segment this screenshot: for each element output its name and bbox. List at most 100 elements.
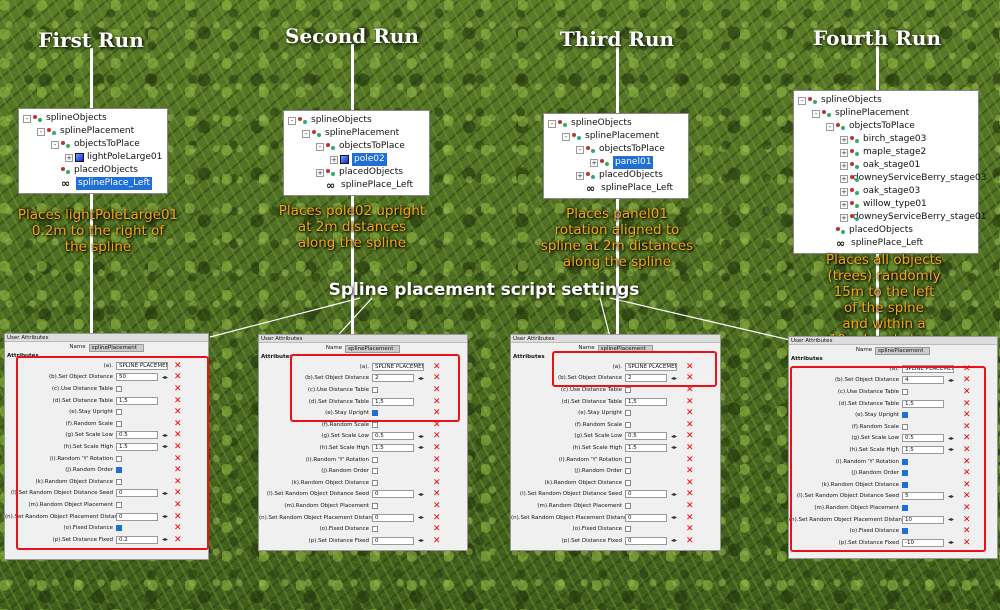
drag-arrows-icon[interactable]: ◂▸ (418, 537, 425, 545)
name-field[interactable]: splinePlacement (88, 343, 144, 352)
expand-icon[interactable]: + (840, 161, 848, 170)
tree-node[interactable]: +birch_stage03 (798, 133, 974, 146)
delete-attribute-icon[interactable]: ✕ (174, 383, 182, 394)
delete-attribute-icon[interactable]: ✕ (433, 466, 441, 477)
drag-arrows-icon[interactable]: ◂▸ (418, 444, 425, 452)
delete-attribute-icon[interactable]: ✕ (174, 465, 182, 476)
checkbox-checked[interactable] (902, 504, 908, 511)
delete-attribute-icon[interactable]: ✕ (686, 500, 694, 511)
delete-attribute-icon[interactable]: ✕ (174, 511, 182, 522)
checkbox-unchecked[interactable] (116, 501, 122, 508)
attribute-value-field[interactable]: 0 (372, 490, 414, 499)
attribute-value-field[interactable]: 1.5 (902, 445, 944, 454)
attribute-value-field[interactable]: 0 (372, 536, 414, 545)
attribute-value-field[interactable]: SPLINE PLACEMEN (625, 362, 677, 371)
tree-node[interactable]: -splineObjects (23, 112, 163, 125)
delete-attribute-icon[interactable]: ✕ (686, 361, 694, 372)
delete-attribute-icon[interactable]: ✕ (174, 418, 182, 429)
delete-attribute-icon[interactable]: ✕ (174, 476, 182, 487)
drag-arrows-icon[interactable]: ◂▸ (162, 373, 169, 381)
checkbox-unchecked[interactable] (372, 456, 378, 463)
checkbox-unchecked[interactable] (625, 468, 631, 475)
delete-attribute-icon[interactable]: ✕ (686, 373, 694, 384)
tree-node[interactable]: -splineObjects (548, 117, 684, 130)
delete-attribute-icon[interactable]: ✕ (686, 477, 694, 488)
drag-arrows-icon[interactable]: ◂▸ (671, 537, 678, 545)
checkbox-checked[interactable] (902, 528, 908, 535)
delete-attribute-icon[interactable]: ✕ (433, 442, 441, 453)
checkbox-unchecked[interactable] (625, 479, 631, 486)
expand-icon[interactable]: + (840, 213, 848, 222)
attribute-value-field[interactable]: 0 (116, 489, 158, 498)
checkbox-unchecked[interactable] (372, 502, 378, 509)
tree-node[interactable]: +oak_stage03 (798, 185, 974, 198)
tree-node[interactable]: -splinePlacement (23, 125, 163, 138)
delete-attribute-icon[interactable]: ✕ (963, 375, 971, 386)
tree-node[interactable]: +pole02 (288, 153, 425, 166)
tree-node[interactable]: -splineObjects (288, 114, 425, 127)
checkbox-unchecked[interactable] (625, 526, 631, 533)
collapse-icon[interactable]: - (826, 122, 834, 131)
tree-node[interactable]: ∞splinePlace_Left (288, 179, 425, 192)
attribute-value-field[interactable]: 0 (625, 536, 667, 545)
drag-arrows-icon[interactable]: ◂▸ (948, 376, 955, 384)
checkbox-unchecked[interactable] (902, 388, 908, 395)
collapse-icon[interactable]: - (302, 129, 310, 138)
checkbox-unchecked[interactable] (372, 526, 378, 533)
attribute-value-field[interactable]: 1,5 (372, 397, 414, 406)
delete-attribute-icon[interactable]: ✕ (963, 444, 971, 455)
delete-attribute-icon[interactable]: ✕ (686, 535, 694, 546)
checkbox-checked[interactable] (902, 470, 908, 477)
drag-arrows-icon[interactable]: ◂▸ (162, 489, 169, 497)
collapse-icon[interactable]: - (37, 127, 45, 136)
tree-node[interactable]: -objectsToPlace (23, 138, 163, 151)
attribute-value-field[interactable]: 1,5 (625, 397, 667, 406)
delete-attribute-icon[interactable]: ✕ (433, 500, 441, 511)
tree-node[interactable]: +lightPoleLarge01 (23, 151, 163, 164)
expand-icon[interactable]: + (840, 200, 848, 209)
attribute-value-field[interactable]: 0.5 (902, 434, 944, 443)
tree-node[interactable]: -objectsToPlace (548, 143, 684, 156)
delete-attribute-icon[interactable]: ✕ (174, 453, 182, 464)
collapse-icon[interactable]: - (562, 132, 570, 141)
delete-attribute-icon[interactable]: ✕ (174, 534, 182, 545)
tree-node[interactable]: +maple_stage2 (798, 146, 974, 159)
checkbox-unchecked[interactable] (372, 386, 378, 393)
attribute-value-field[interactable]: 0 (625, 490, 667, 499)
checkbox-unchecked[interactable] (116, 385, 122, 392)
expand-icon[interactable]: + (590, 158, 598, 167)
delete-attribute-icon[interactable]: ✕ (174, 372, 182, 383)
collapse-icon[interactable]: - (798, 96, 806, 105)
tree-node[interactable]: placedObjects (23, 164, 163, 177)
attribute-value-field[interactable]: 0.5 (116, 431, 158, 440)
collapse-icon[interactable]: - (812, 109, 820, 118)
delete-attribute-icon[interactable]: ✕ (433, 512, 441, 523)
tree-node[interactable]: -objectsToPlace (288, 140, 425, 153)
delete-attribute-icon[interactable]: ✕ (963, 491, 971, 502)
delete-attribute-icon[interactable]: ✕ (433, 361, 441, 372)
attribute-value-field[interactable]: 1,5 (902, 399, 944, 408)
drag-arrows-icon[interactable]: ◂▸ (162, 443, 169, 451)
tree-node[interactable]: ∞splinePlace_Left (548, 182, 684, 195)
expand-icon[interactable]: + (840, 187, 848, 196)
checkbox-unchecked[interactable] (625, 410, 631, 417)
checkbox-unchecked[interactable] (116, 409, 122, 416)
attribute-value-field[interactable]: 0 (372, 513, 414, 522)
delete-attribute-icon[interactable]: ✕ (174, 395, 182, 406)
tree-node[interactable]: +downeyServiceBerry_stage03 (798, 172, 987, 185)
tree-node[interactable]: -splinePlacement (548, 130, 684, 143)
checkbox-checked[interactable] (372, 410, 378, 417)
drag-arrows-icon[interactable]: ◂▸ (162, 536, 169, 544)
drag-arrows-icon[interactable]: ◂▸ (948, 516, 955, 524)
attribute-value-field[interactable]: 1.5 (116, 442, 158, 451)
drag-arrows-icon[interactable]: ◂▸ (162, 513, 169, 521)
collapse-icon[interactable]: - (23, 114, 31, 123)
delete-attribute-icon[interactable]: ✕ (686, 489, 694, 500)
delete-attribute-icon[interactable]: ✕ (686, 431, 694, 442)
attribute-value-field[interactable]: 0 (625, 513, 667, 522)
delete-attribute-icon[interactable]: ✕ (433, 535, 441, 546)
checkbox-checked[interactable] (902, 458, 908, 465)
checkbox-unchecked[interactable] (625, 502, 631, 509)
delete-attribute-icon[interactable]: ✕ (686, 384, 694, 395)
expand-icon[interactable]: + (840, 174, 848, 183)
